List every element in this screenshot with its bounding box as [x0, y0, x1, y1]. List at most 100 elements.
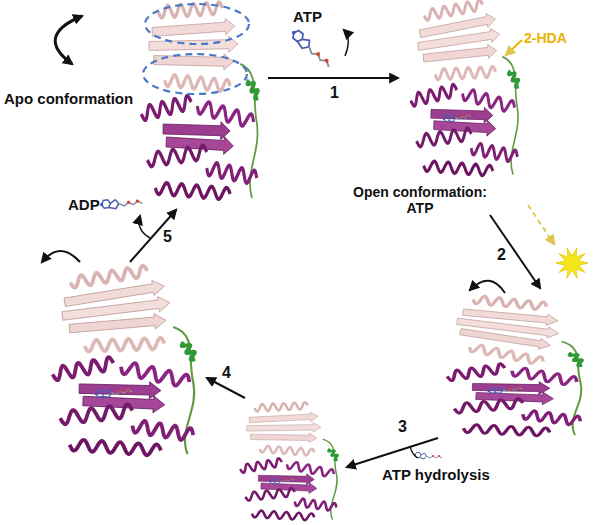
nucleotide-molecule: [487, 384, 523, 395]
illustration-part: [420, 453, 427, 459]
helix: [463, 90, 515, 111]
illustration-part: [95, 393, 98, 396]
protein-cartoon: [447, 291, 582, 436]
large-domain: [447, 364, 580, 436]
step-number: 2: [497, 246, 513, 264]
release-arrow: [410, 446, 418, 458]
helix: [207, 163, 257, 183]
large-domain: [240, 458, 336, 520]
helix: [60, 404, 132, 424]
illustration-part: [102, 389, 113, 398]
illustration-part: [136, 199, 140, 203]
beta-strand: [423, 43, 497, 67]
illustration-part: [315, 51, 321, 57]
helix: [165, 75, 231, 91]
compound-label: 2-HDA: [524, 30, 584, 46]
illustration-part: [307, 47, 331, 67]
nucleotide-molecule: [100, 195, 143, 211]
rotation-arrow: [470, 281, 505, 293]
helix: [132, 421, 193, 440]
small-domain: [149, 2, 238, 91]
helix: [447, 364, 505, 381]
helix: [463, 425, 549, 436]
beta-strand: [152, 19, 235, 37]
nucleotide-molecule: [269, 476, 295, 486]
helix: [121, 363, 189, 386]
illustration-part: [269, 481, 271, 483]
large-domain: [141, 96, 256, 199]
helix: [295, 499, 337, 511]
helix: [240, 458, 282, 473]
step-arrow: [347, 438, 438, 467]
nucleotide-molecule: [414, 452, 442, 459]
protein-cartoon: [240, 402, 338, 520]
helix: [523, 411, 581, 425]
step-number: 5: [163, 228, 179, 246]
helix: [435, 62, 496, 84]
illustration-part: [324, 58, 330, 64]
pointer-arrow: [506, 40, 522, 55]
illustration-part: [285, 479, 287, 481]
protein-cartoon: [411, 0, 519, 175]
helix: [147, 146, 206, 167]
beta-strand: [154, 54, 234, 70]
helix: [287, 462, 334, 476]
illustration-part: [461, 115, 464, 118]
illustration-part: [509, 388, 512, 390]
helix: [328, 449, 337, 460]
protein-cartoon: [53, 263, 196, 455]
large-domain: [53, 357, 194, 455]
release-arrow: [139, 216, 150, 238]
illustration-part: [274, 478, 281, 484]
illustration-part: [503, 387, 523, 392]
nucleotide-molecule: [94, 384, 132, 399]
beta-strand: [249, 412, 318, 423]
helix: [247, 80, 258, 99]
ligand-label: ATP: [293, 8, 333, 25]
binding-arrow: [344, 30, 348, 56]
helix: [141, 96, 191, 120]
illustration-part: [455, 114, 471, 120]
illustration-part: [280, 479, 294, 483]
helix: [260, 446, 315, 456]
illustration-part: [126, 388, 129, 391]
illustration-part: [448, 114, 456, 123]
illustration-part: [118, 390, 121, 393]
signal-star: [556, 248, 588, 278]
helix: [472, 293, 547, 314]
beta-strand: [459, 327, 552, 351]
small-domain: [58, 263, 175, 358]
illustration-part: [466, 113, 469, 116]
beta-strand: [69, 312, 167, 337]
illustration-part: [100, 203, 103, 206]
step-number: 3: [398, 418, 414, 436]
helix: [69, 265, 148, 288]
illustration-part: [108, 199, 120, 209]
large-domain: [411, 85, 518, 176]
protein-cartoon: [141, 2, 258, 199]
illustration-part: [487, 390, 490, 392]
step-number: 4: [222, 364, 238, 382]
nucleotide-molecule: [442, 110, 471, 124]
small-domain: [247, 402, 321, 455]
helix: [182, 342, 196, 360]
beta-strand: [247, 422, 321, 432]
helix: [509, 71, 519, 87]
helix: [417, 128, 472, 146]
helix: [512, 368, 577, 385]
helix: [471, 144, 517, 162]
helix: [197, 102, 253, 126]
illustration-part: [432, 455, 434, 457]
helix: [155, 183, 230, 199]
state-label: Open conformation: ATP: [350, 184, 490, 216]
domain-highlight: [143, 54, 247, 94]
illustration-part: [291, 478, 293, 480]
helix: [70, 440, 161, 455]
helix: [245, 488, 294, 501]
helix: [569, 353, 582, 366]
signal-arrow: [528, 205, 554, 244]
helix: [454, 398, 522, 413]
